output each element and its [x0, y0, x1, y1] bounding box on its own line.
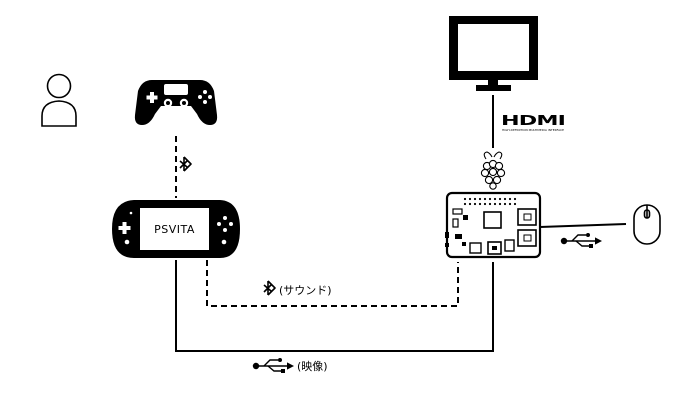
sound-label: (サウンド) — [279, 284, 332, 297]
psvita-label: PSVITA — [154, 223, 195, 236]
monitor-icon — [449, 16, 538, 91]
gamepad-icon — [134, 80, 218, 125]
svg-text:HDMI: HDMI — [501, 114, 565, 129]
edge-vita-pi-sound — [206, 260, 459, 307]
user-icon — [41, 73, 77, 127]
hdmi-logo: HDMI HIGH-DEFINITION MULTIMEDIA INTERFAC… — [501, 114, 566, 132]
usb-icon-mouse — [560, 233, 602, 248]
usb-icon-video — [252, 358, 294, 373]
video-label: (映像) — [297, 360, 328, 373]
bluetooth-icon — [179, 156, 192, 172]
mouse-icon — [633, 204, 661, 245]
hdmi-tagline: HIGH-DEFINITION MULTIMEDIA INTERFACE — [502, 128, 564, 132]
psvita-icon: PSVITA — [112, 200, 240, 258]
edge-pi-mouse — [539, 223, 627, 228]
raspberry-pi-logo — [480, 151, 506, 190]
bluetooth-icon-sound — [263, 280, 276, 296]
raspberry-pi-board-icon — [445, 191, 542, 259]
edge-vita-pi-video — [175, 260, 494, 352]
